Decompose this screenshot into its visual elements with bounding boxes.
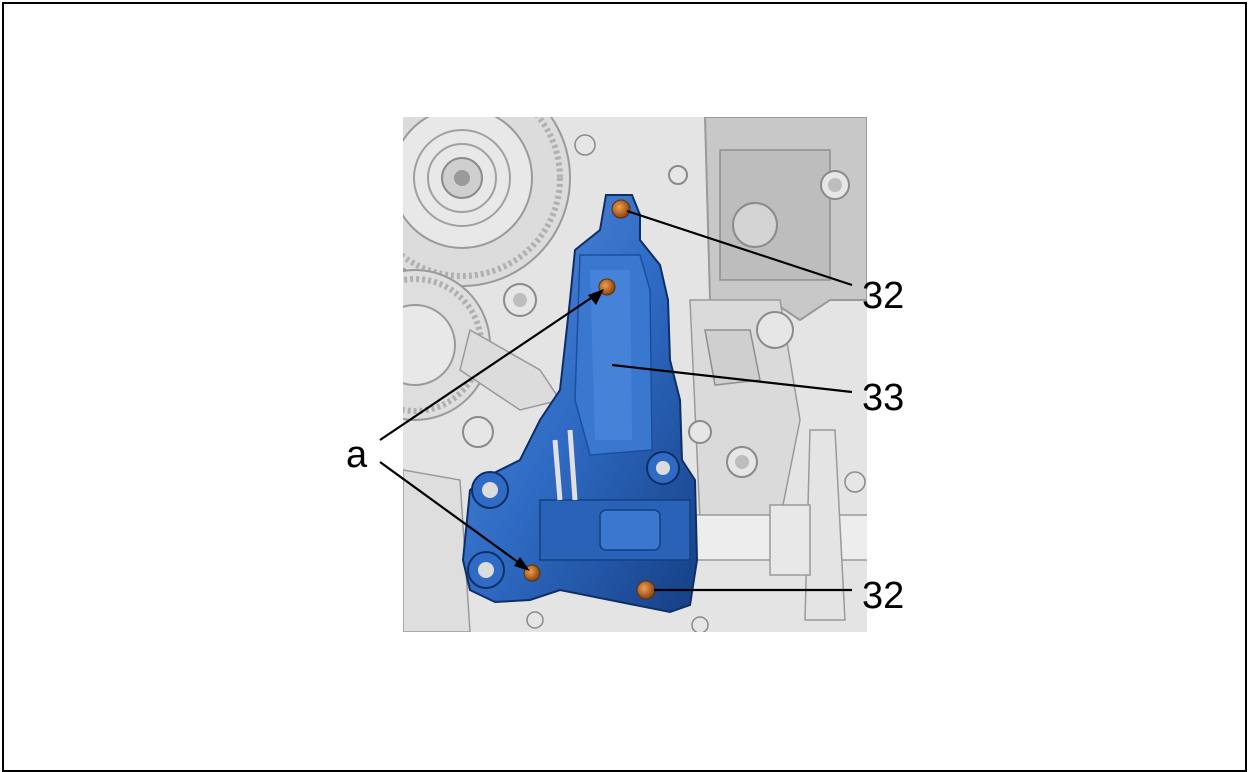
timing-pulley-top [403,117,571,287]
callout-33: 33 [862,377,904,419]
timing-pulley-lower [403,269,491,421]
leader-32-top [626,209,853,287]
block-window [704,329,761,386]
leader-a-lower [379,461,527,569]
mount-ear-right-hole [656,461,670,475]
bolt-32-top [611,199,631,219]
left-boss [462,416,494,448]
arrowhead-a-lower [514,557,530,571]
lower-hole [526,611,544,629]
block-boss-2-center [735,455,749,469]
callout-a: a [346,434,368,476]
belt-tensioner [459,328,562,411]
lower-left-casting [403,469,471,632]
solenoid [599,509,661,551]
coupling [769,504,811,576]
component-pipes [552,429,578,501]
leader-a-upper [379,291,601,441]
lower-hole-2 [691,616,709,632]
block-boss-3 [688,420,712,444]
bolt-32-bottom [636,580,656,600]
mount-ear-left-bottom-hole [478,562,494,578]
bracket-bolt [844,471,866,493]
leader-33 [611,363,853,394]
idler-bolt-center [513,293,527,307]
housing-boss [732,202,778,248]
housing-bolt-center [828,178,842,192]
component-33-highlight [590,270,632,440]
block-boss-1 [756,311,794,349]
arrowhead-a-upper [588,289,604,305]
callout-32-bottom: 32 [862,575,904,617]
mount-ear-left-top-hole [482,482,498,498]
shaft-end [880,520,905,555]
callout-32-top: 32 [862,275,904,317]
upper-hole [574,134,596,156]
component-33 [461,194,699,614]
block-hole-top [668,165,688,185]
